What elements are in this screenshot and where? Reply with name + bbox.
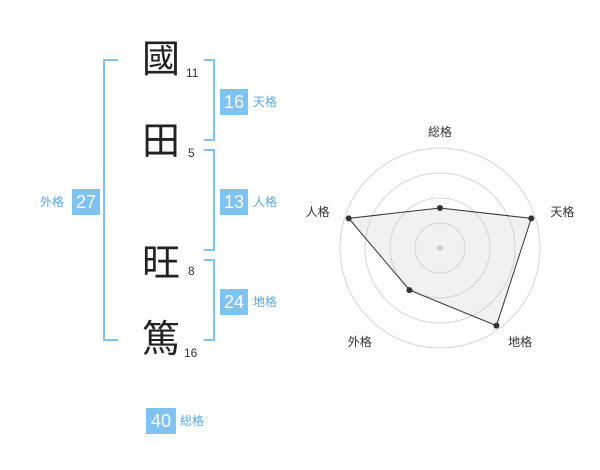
chikaku-label: 地格 [253,295,278,309]
gaikaku-bracket [103,59,118,341]
radar-grid-ring [364,172,516,324]
radar-point-0 [437,205,443,211]
radar-axis-label-0: 総格 [428,124,452,139]
name-char-2: 田 [142,119,181,163]
jinkaku-bracket [204,149,215,251]
radar-center-point [437,245,443,251]
radar-grid-ring [414,222,466,274]
radar-grid-ring [339,147,541,349]
tenkaku-bracket [204,59,215,141]
radar-grid-ring [389,197,491,299]
soukaku-value: 40 [146,408,176,434]
radar-point-1 [528,215,535,222]
tenkaku-value: 16 [220,89,248,115]
radar-point-2 [493,322,500,329]
stroke-count-1: 11 [186,66,199,80]
gaikaku-value: 27 [72,189,100,215]
radar-axis-label-1: 天格 [550,204,574,219]
stroke-count-4: 16 [184,346,198,360]
jinkaku-value: 13 [220,189,248,215]
chikaku-value: 24 [220,289,248,315]
radar-series-area [347,207,532,327]
gaikaku-label: 外格 [40,195,65,209]
name-char-4: 篤 [142,317,181,361]
name-char-1: 國 [142,37,181,81]
jinkaku-label: 人格 [253,195,278,209]
soukaku-label: 総格 [180,414,205,428]
radar-axis-label-4: 人格 [306,204,330,219]
radar-point-3 [406,287,413,294]
radar-point-4 [345,215,352,222]
name-char-3: 旺 [142,241,181,285]
stroke-count-2: 5 [188,146,195,160]
stroke-count-3: 8 [188,264,195,278]
tenkaku-label: 天格 [253,95,278,109]
radar-axis-label-2: 地格 [508,334,532,349]
radar-axis-label-3: 外格 [348,334,372,349]
chikaku-bracket [204,259,215,341]
